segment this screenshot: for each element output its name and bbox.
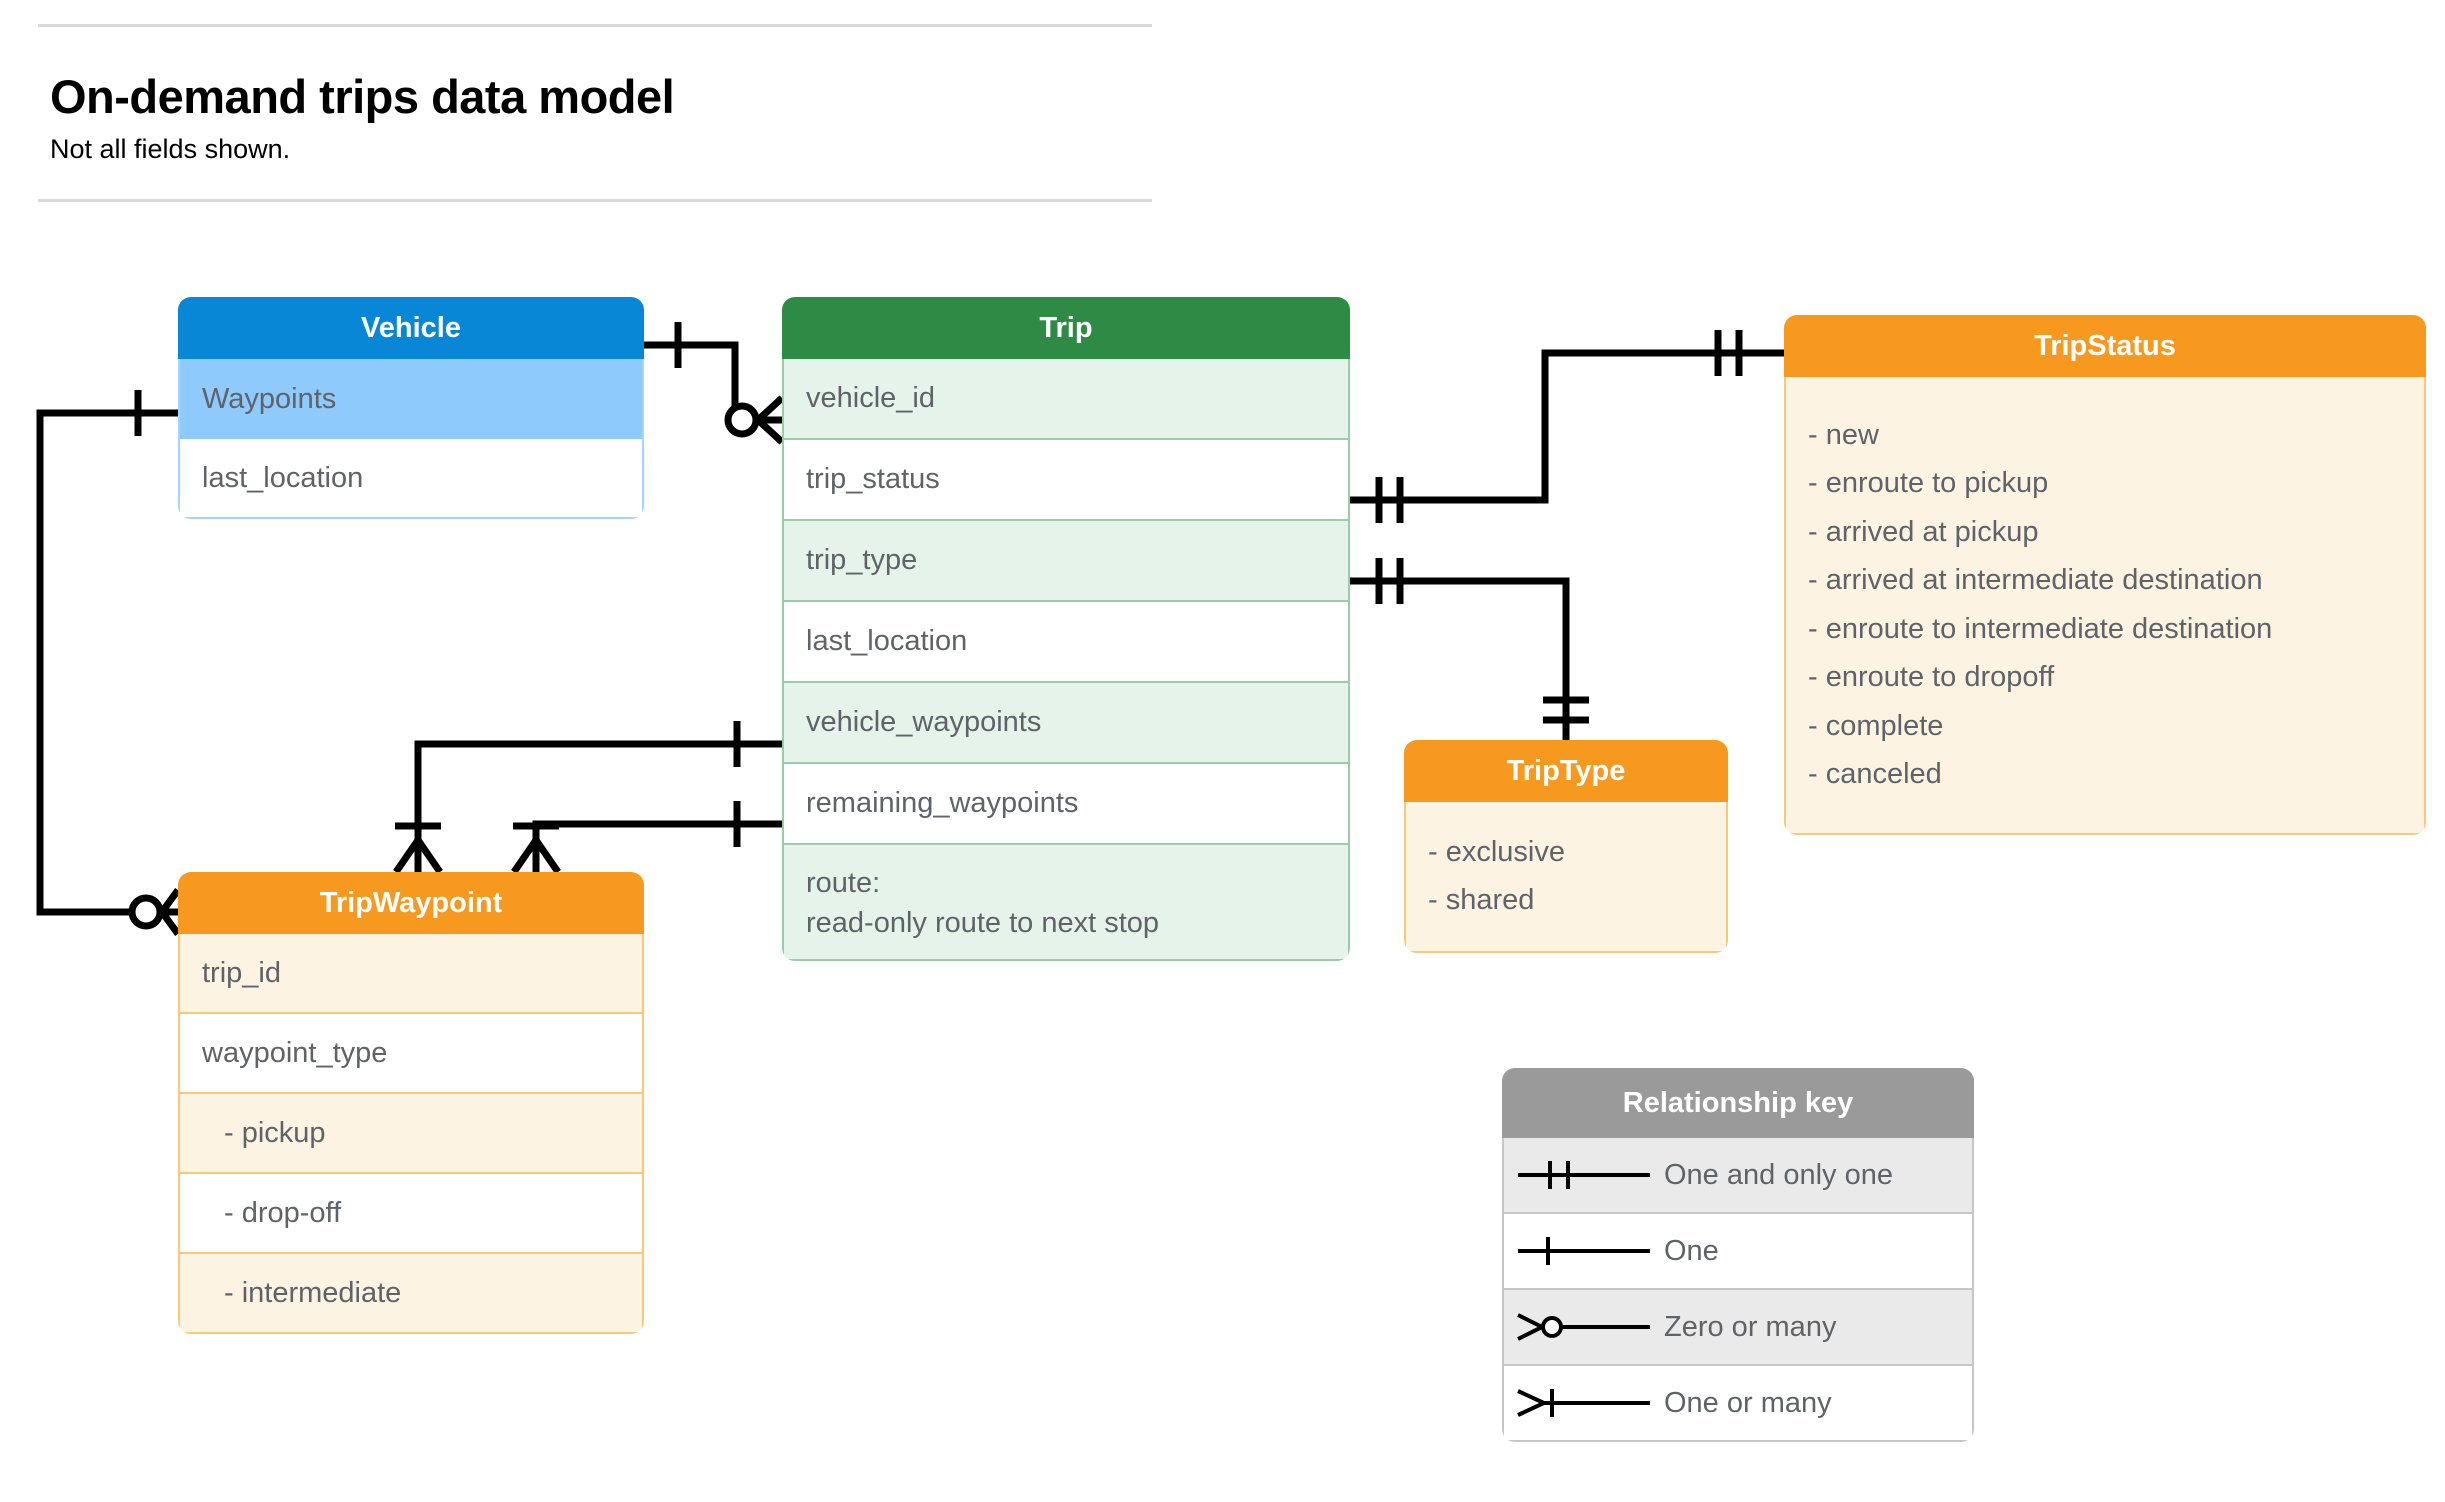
- one-and-only-one-icon: [1504, 1155, 1664, 1195]
- zero-circle-tripwaypoint-left: [128, 894, 164, 930]
- crow-foot-trip-vehicleid: [752, 395, 785, 445]
- entity-trip-field-remaining-waypoints[interactable]: remaining_waypoints: [782, 764, 1350, 845]
- relationship-key-row-zero-or-many[interactable]: Zero or many: [1502, 1290, 1974, 1366]
- relationship-key-row-one[interactable]: One: [1502, 1214, 1974, 1290]
- entity-tripstatus-value-canceled[interactable]: - canceled: [1808, 758, 1942, 791]
- relationship-key-row-one-or-many[interactable]: One or many: [1502, 1366, 1974, 1442]
- relationship-key-label-one-or-many: One or many: [1664, 1386, 1832, 1419]
- document-header: On-demand trips data model Not all field…: [38, 24, 1152, 202]
- one-or-many-icon: [1504, 1383, 1664, 1423]
- crow-foot-tripwaypoint-a: [393, 833, 443, 874]
- entity-trip-field-last-location[interactable]: last_location: [782, 602, 1350, 683]
- entity-trip-field-vehicle-waypoints[interactable]: vehicle_waypoints: [782, 683, 1350, 764]
- relationship-key-label-one-and-only-one: One and only one: [1664, 1158, 1893, 1191]
- relationship-key-label-zero-or-many: Zero or many: [1664, 1310, 1837, 1343]
- entity-tripwaypoint-field-trip-id[interactable]: trip_id: [178, 934, 644, 1014]
- entity-tripstatus-title: TripStatus: [1784, 315, 2426, 377]
- entity-tripstatus-value-arrived-at-pickup[interactable]: - arrived at pickup: [1808, 515, 2039, 548]
- one-icon: [1504, 1231, 1664, 1271]
- entity-tripstatus-value-enroute-to-intermediate[interactable]: - enroute to intermediate destination: [1808, 612, 2273, 645]
- relationship-key-row-one-and-only-one[interactable]: One and only one: [1502, 1138, 1974, 1214]
- entity-tripwaypoint-field-waypoint-type[interactable]: waypoint_type: [178, 1014, 644, 1094]
- connector-trip-to-triptype: [1350, 577, 1570, 740]
- entity-tripstatus[interactable]: TripStatus - new - enroute to pickup - a…: [1784, 315, 2426, 835]
- relationship-key-title: Relationship key: [1502, 1068, 1974, 1138]
- entity-trip-field-route[interactable]: route: read-only route to next stop: [782, 845, 1350, 961]
- crow-foot-tripwaypoint-left: [157, 887, 181, 937]
- entity-triptype[interactable]: TripType - exclusive - shared: [1404, 740, 1728, 953]
- entity-vehicle[interactable]: Vehicle Waypoints last_location: [178, 297, 644, 519]
- entity-tripwaypoint[interactable]: TripWaypoint trip_id waypoint_type - pic…: [178, 872, 644, 1334]
- entity-trip-title: Trip: [782, 297, 1350, 359]
- crow-foot-tripwaypoint-b: [511, 833, 561, 874]
- divider-bottom-wrap: [38, 199, 1152, 202]
- entity-triptype-value-exclusive[interactable]: - exclusive: [1428, 836, 1565, 868]
- entity-triptype-values: - exclusive - shared: [1404, 802, 1728, 953]
- entity-triptype-value-shared[interactable]: - shared: [1428, 884, 1535, 917]
- entity-trip[interactable]: Trip vehicle_id trip_status trip_type la…: [782, 297, 1350, 961]
- entity-tripwaypoint-title: TripWaypoint: [178, 872, 644, 934]
- relationship-key-label-one: One: [1664, 1234, 1719, 1267]
- entity-tripstatus-value-enroute-to-dropoff[interactable]: - enroute to dropoff: [1808, 661, 2055, 694]
- entity-tripstatus-values: - new - enroute to pickup - arrived at p…: [1784, 377, 2426, 835]
- entity-trip-field-trip-type[interactable]: trip_type: [782, 521, 1350, 602]
- connector-waypoints-to-tripwaypoint: [36, 409, 178, 916]
- page-title: On-demand trips data model: [50, 70, 675, 123]
- entity-trip-route-label: route:: [806, 867, 881, 899]
- divider-top: [38, 24, 1152, 27]
- zero-or-many-icon: [1504, 1307, 1664, 1347]
- entity-vehicle-field-waypoints[interactable]: Waypoints: [178, 359, 644, 439]
- connector-trip-to-tripstatus: [1350, 349, 1784, 504]
- entity-tripwaypoint-value-intermediate[interactable]: - intermediate: [178, 1254, 644, 1334]
- entity-vehicle-field-last-location[interactable]: last_location: [178, 439, 644, 519]
- entity-triptype-title: TripType: [1404, 740, 1728, 802]
- connector-remainingwaypoints-to-tripwaypoint: [532, 820, 782, 872]
- entity-tripstatus-value-complete[interactable]: - complete: [1808, 709, 1944, 742]
- page-subtitle: Not all fields shown.: [50, 134, 291, 164]
- entity-tripwaypoint-value-dropoff[interactable]: - drop-off: [178, 1174, 644, 1254]
- entity-tripstatus-value-arrived-at-intermediate[interactable]: - arrived at intermediate destination: [1808, 564, 2263, 597]
- entity-trip-field-vehicle-id[interactable]: vehicle_id: [782, 359, 1350, 440]
- connector-vehicle-to-trip: [644, 341, 739, 420]
- entity-vehicle-title: Vehicle: [178, 297, 644, 359]
- divider-bottom: [38, 199, 1152, 202]
- entity-tripstatus-value-enroute-to-pickup[interactable]: - enroute to pickup: [1808, 467, 2049, 500]
- entity-tripstatus-value-new[interactable]: - new: [1808, 419, 1879, 451]
- entity-trip-route-description: read-only route to next stop: [806, 907, 1160, 940]
- connector-vehiclewaypoints-to-tripwaypoint: [414, 740, 782, 872]
- relationship-key-panel[interactable]: Relationship key One and only one One: [1502, 1068, 1974, 1442]
- entity-tripwaypoint-value-pickup[interactable]: - pickup: [178, 1094, 644, 1174]
- entity-trip-field-trip-status[interactable]: trip_status: [782, 440, 1350, 521]
- zero-circle-trip-vehicleid: [724, 402, 760, 438]
